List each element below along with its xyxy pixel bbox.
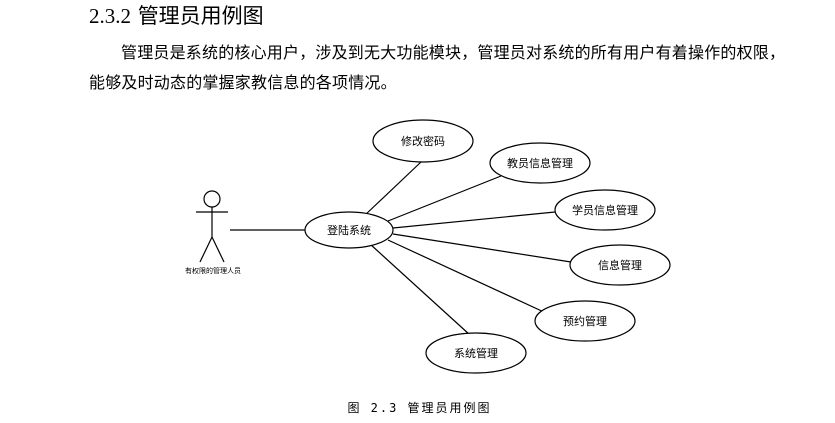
use-case-system (425, 332, 527, 374)
use-case-info-label: 信息管理 (598, 258, 642, 272)
association-hub-info (392, 233, 572, 263)
use-case-change-password (372, 119, 474, 163)
use-case-booking-label: 预约管理 (563, 314, 607, 328)
association-hub-change-password (363, 161, 422, 217)
actor-label: 有权限的管理人员 (185, 266, 241, 275)
use-case-change-password-label: 修改密码 (401, 134, 445, 148)
body-paragraph: 管理员是系统的核心用户，涉及到无大功能模块，管理员对系统的所有用户有着操作的权限… (89, 43, 786, 92)
use-case-login (304, 211, 394, 249)
association-hub-student-info (392, 211, 556, 229)
section-number: 2.3.2 (89, 4, 131, 28)
figure-caption: 图 2.3 管理员用例图 (347, 401, 492, 415)
use-case-login-label: 登陆系统 (327, 223, 371, 237)
association-hub-booking (387, 239, 547, 314)
use-case-student-info (554, 189, 656, 231)
association-hub-tutor-info (387, 175, 502, 222)
use-case-tutor-info-label: 教员信息管理 (507, 156, 573, 170)
section-title: 管理员用例图 (137, 4, 264, 28)
actor-figure (196, 190, 228, 263)
section-heading: 2.3.2 管理员用例图 (89, 2, 264, 30)
use-case-tutor-info (489, 142, 591, 184)
use-case-booking (534, 300, 636, 342)
use-case-student-info-label: 学员信息管理 (572, 203, 638, 217)
use-case-system-label: 系统管理 (454, 346, 498, 360)
association-hub-system (369, 243, 471, 336)
use-case-info (569, 244, 671, 286)
